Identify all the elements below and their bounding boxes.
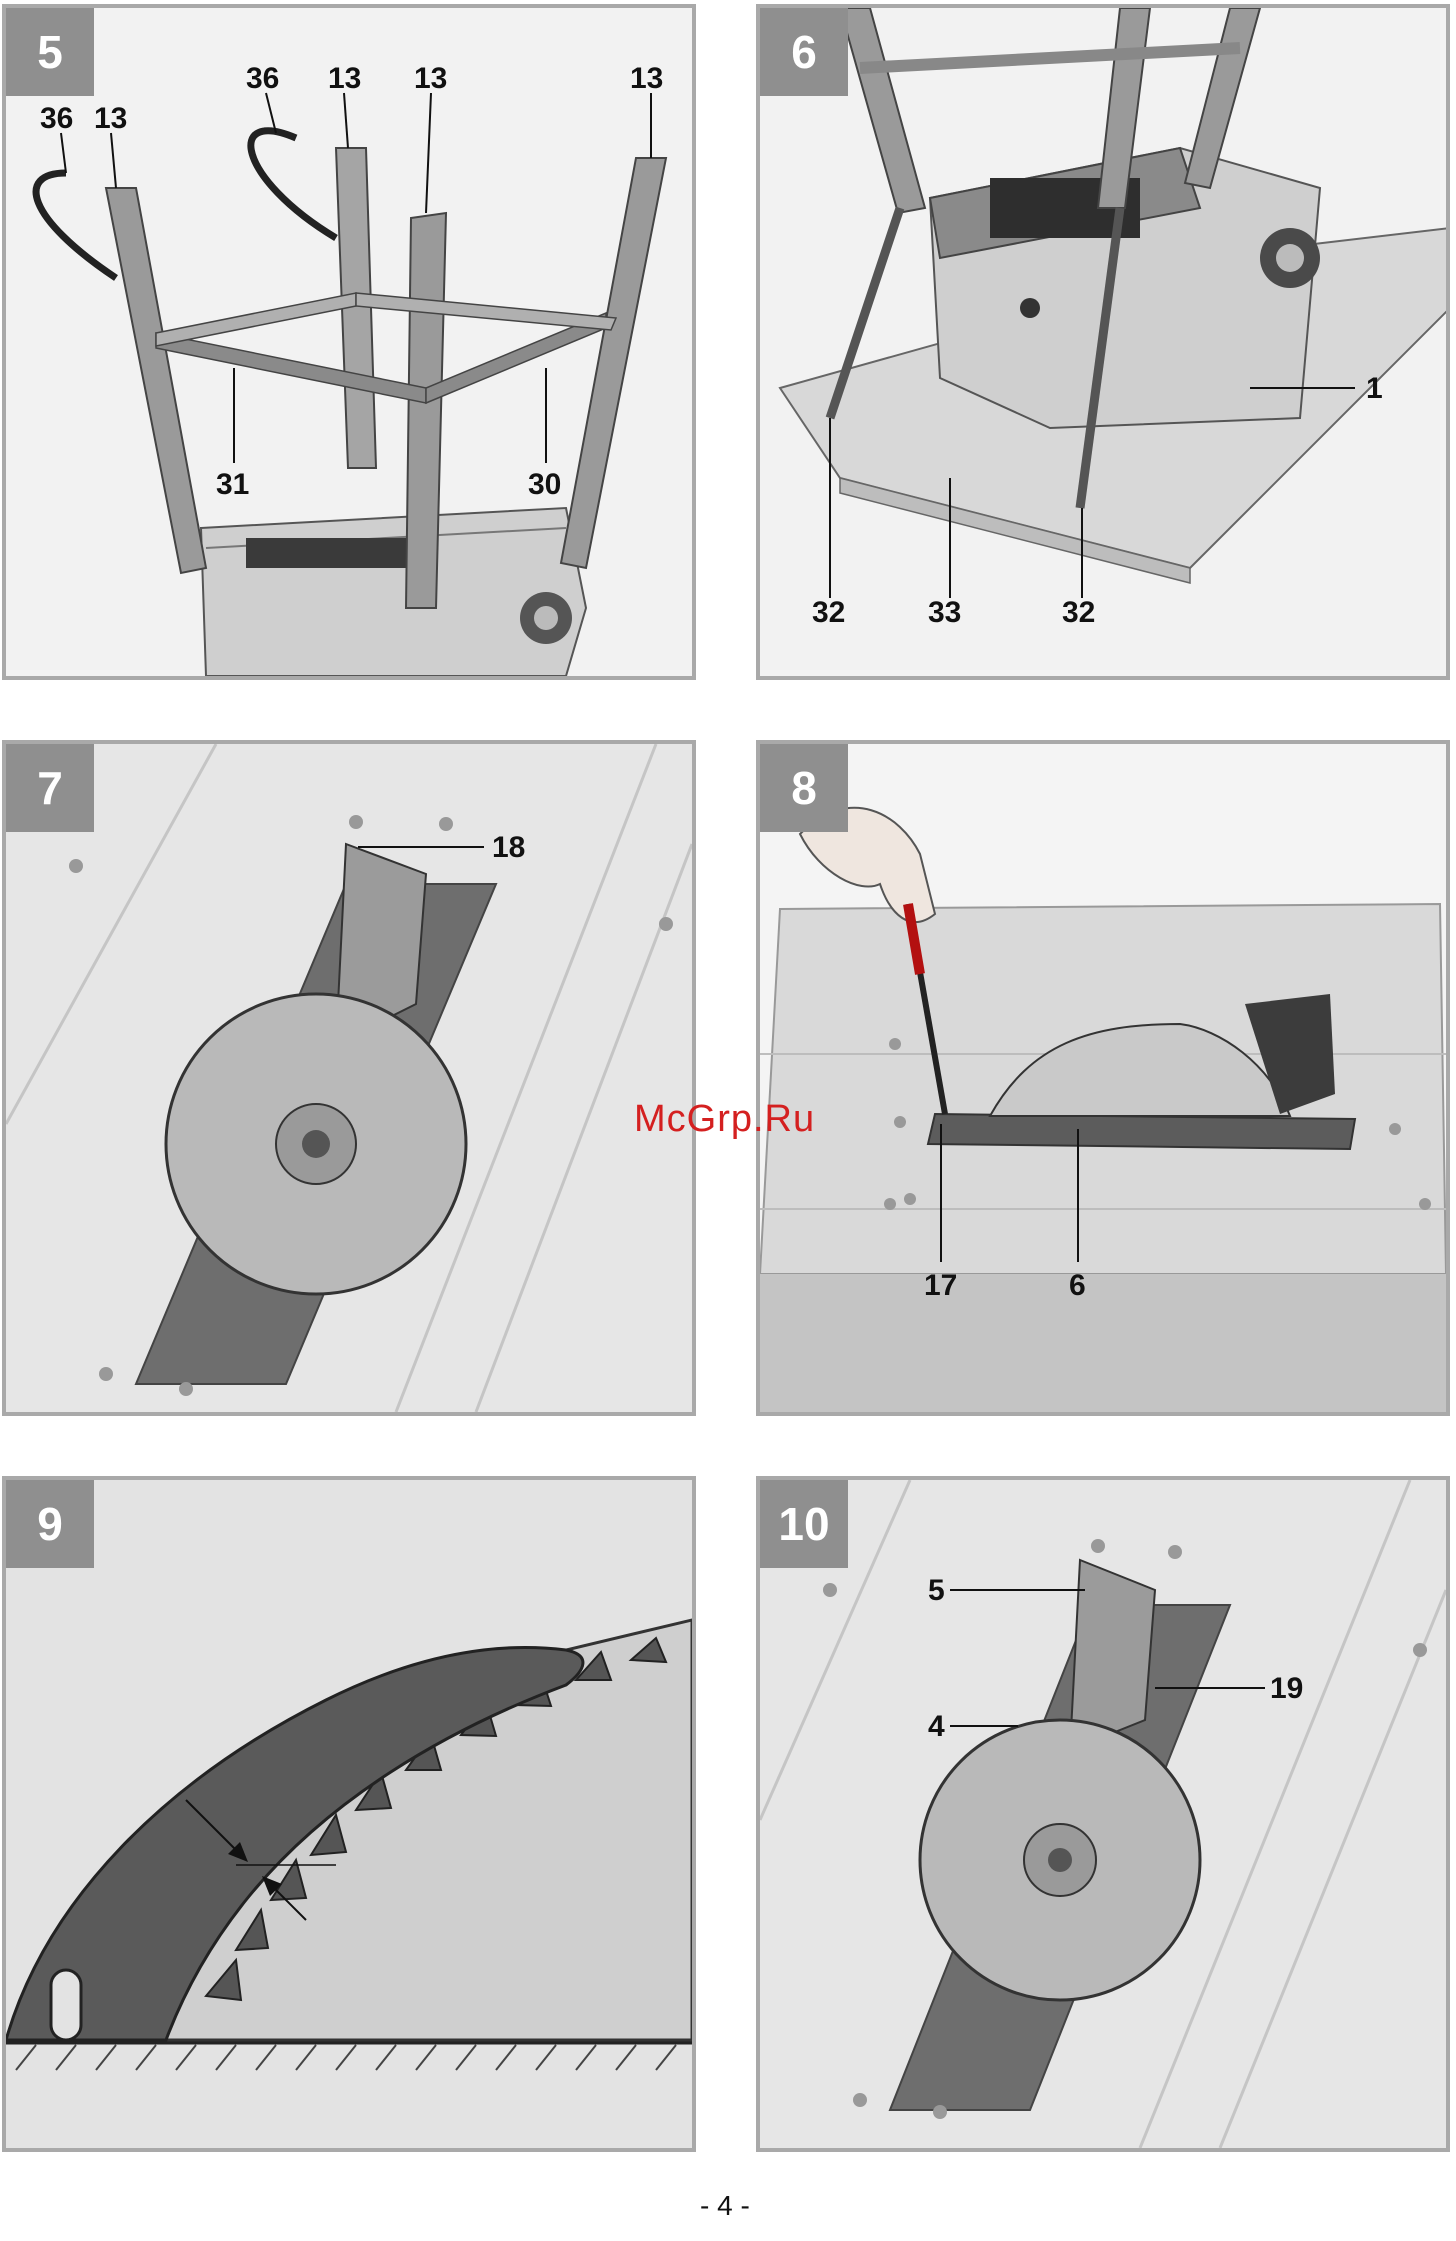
riving-knife-distance-diagram [6,1480,692,2148]
blade-guard-assembly-illustration [760,1480,1446,2148]
figure-number: 9 [6,1480,94,1568]
figure-number: 8 [760,744,848,832]
figure-number: 10 [760,1480,848,1568]
callout-36-center: 36 [246,64,279,94]
callout-13-center-right: 13 [414,64,447,94]
callout-36-left: 36 [40,104,73,134]
figure-5: 5 36 13 36 13 13 13 31 30 [2,4,696,680]
callout-13-left: 13 [94,104,127,134]
figure-6: 6 1 32 33 32 [756,4,1450,680]
callout-18: 18 [492,833,525,863]
callout-13-center: 13 [328,64,361,94]
figure-8: 8 17 6 [756,740,1450,1416]
callout-33: 33 [928,598,961,628]
figure-9: 9 [2,1476,696,2152]
page-number: - 4 - [700,2190,750,2222]
callout-4: 4 [928,1712,945,1742]
saw-blade-riving-knife-illustration [6,744,692,1412]
table-insert-removal-illustration [760,744,1446,1412]
figure-number: 5 [6,8,94,96]
figure-10: 10 5 19 4 [756,1476,1450,2152]
figure-7: 7 18 [2,740,696,1416]
callout-19: 19 [1270,1674,1303,1704]
stand-mounted-saw-illustration [760,8,1446,676]
callout-6: 6 [1069,1271,1086,1301]
callout-31: 31 [216,470,249,500]
watermark: McGrp.Ru [634,1098,815,1141]
figure-number: 7 [6,744,94,832]
callout-1: 1 [1366,374,1383,404]
callout-32-left: 32 [812,598,845,628]
callout-17: 17 [924,1271,957,1301]
figure-number: 6 [760,8,848,96]
callout-32-right: 32 [1062,598,1095,628]
callout-30: 30 [528,470,561,500]
callout-5: 5 [928,1576,945,1606]
callout-13-right: 13 [630,64,663,94]
